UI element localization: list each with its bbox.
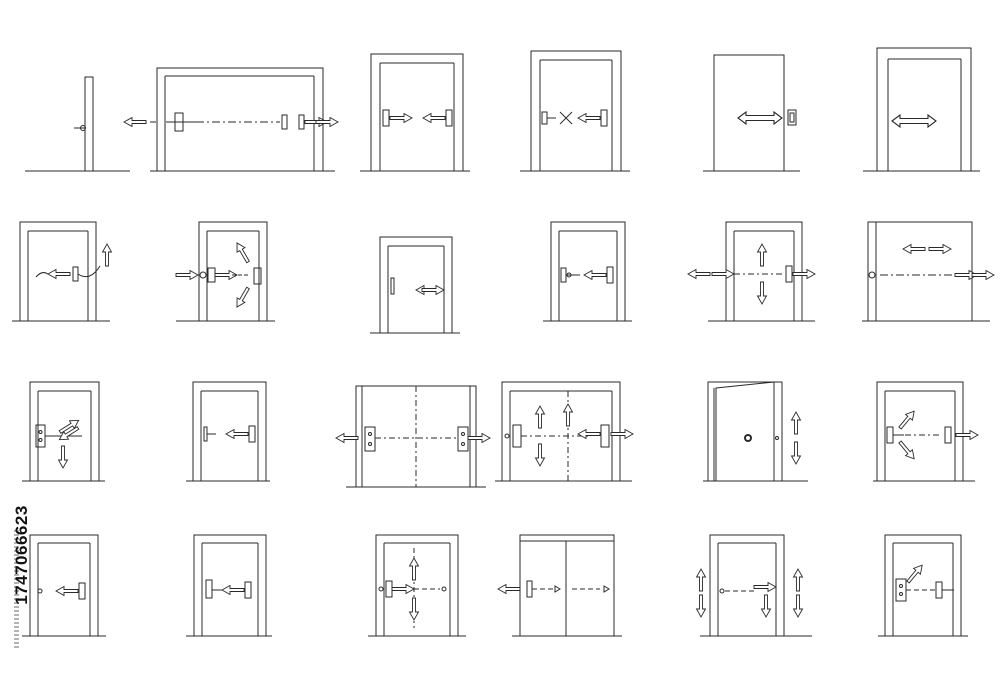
door-symbol-diagonal-panel xyxy=(22,381,105,482)
door-symbol-diagonal-split xyxy=(873,381,979,482)
door-symbol-double-sliding-arrows xyxy=(360,53,470,172)
door-symbol-double-four-way xyxy=(495,381,634,482)
door-symbol-sliding-gate xyxy=(123,67,339,172)
door-symbol-knob-lever xyxy=(22,534,106,637)
door-symbol-multi-knob xyxy=(175,221,275,322)
door-symbol-swing-up xyxy=(12,221,112,322)
door-symbol-four-way xyxy=(687,221,816,322)
door-symbol-cross-arrows xyxy=(368,534,466,637)
door-symbol-open-keyhole xyxy=(703,381,808,482)
door-symbol-diagonal-keypad xyxy=(878,534,968,637)
stock-id-text: 1747066623 xyxy=(12,505,32,605)
stock-id-label: 1747066623 xyxy=(8,440,36,670)
door-symbol-double-door-bar xyxy=(335,385,491,488)
door-symbol-double-flat xyxy=(497,534,622,637)
door-symbol-pocket-switch xyxy=(703,54,800,172)
door-symbol-framed-sliding xyxy=(863,47,980,172)
door-symbol-double-sliding-cross xyxy=(520,50,630,172)
door-symbol-wide-sliding xyxy=(862,221,995,322)
door-symbol-lever-arrow xyxy=(186,534,272,637)
door-symbol-single-lever xyxy=(543,221,632,322)
door-symbol-side-view xyxy=(25,76,130,172)
door-symbol-cabinet-pull xyxy=(370,236,460,334)
door-symbol-down-arrow xyxy=(696,534,812,637)
barcode-strip xyxy=(14,530,19,650)
door-symbol-lever-handle xyxy=(186,381,270,482)
